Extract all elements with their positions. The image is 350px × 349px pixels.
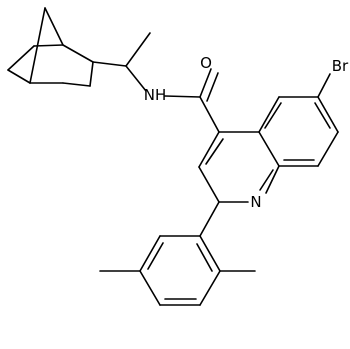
bond xyxy=(125,65,147,92)
bond xyxy=(62,82,91,87)
bond xyxy=(199,96,220,133)
bond xyxy=(164,95,201,98)
bond xyxy=(265,165,280,194)
bond xyxy=(29,7,46,84)
atom-labels: O NH Br N xyxy=(144,54,349,211)
bond xyxy=(139,270,161,306)
bond xyxy=(199,201,220,237)
bond xyxy=(317,73,331,98)
bond xyxy=(199,270,221,306)
bond xyxy=(196,243,213,272)
bond xyxy=(33,44,64,47)
bromine-label: Br xyxy=(332,57,349,75)
bond xyxy=(264,102,282,129)
amide-group xyxy=(164,68,220,133)
ethyl-linker xyxy=(92,32,151,92)
bond xyxy=(198,166,220,203)
bond xyxy=(314,102,331,129)
norbornyl-group xyxy=(7,7,94,87)
bond xyxy=(198,131,220,168)
bond xyxy=(317,96,339,133)
dimethylphenyl-ring xyxy=(99,201,256,306)
bond xyxy=(147,242,164,270)
bond xyxy=(7,45,35,71)
bond xyxy=(258,131,280,167)
bond xyxy=(205,138,224,165)
nitrogen-label: N xyxy=(250,193,261,211)
bond xyxy=(7,69,31,84)
bond xyxy=(199,68,212,98)
bond xyxy=(44,7,64,46)
bond xyxy=(259,169,274,191)
oxygen-label: O xyxy=(200,54,212,72)
quinoline-ring xyxy=(198,73,339,203)
bond xyxy=(258,96,280,133)
bond xyxy=(125,32,151,67)
bond xyxy=(206,72,219,102)
bond xyxy=(199,235,221,272)
amine-nh-label: NH xyxy=(144,86,167,104)
bond xyxy=(89,61,94,87)
bond xyxy=(317,131,339,167)
bond xyxy=(139,235,161,272)
bond xyxy=(62,44,94,63)
bond xyxy=(92,61,127,67)
